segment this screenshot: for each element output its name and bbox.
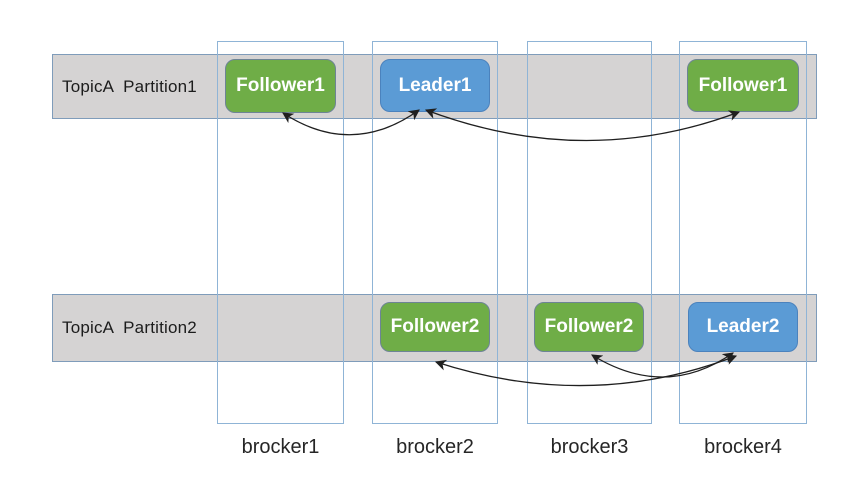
broker-column-4 [679,41,807,424]
node-label: Follower2 [390,316,480,337]
broker2-label: brocker2 [396,436,474,458]
broker-column-2 [372,41,498,424]
broker4-label: brocker4 [704,436,782,458]
node-follower2-broker3: Follower2 [534,302,644,352]
partition1-label: TopicA Partition1 [62,76,197,96]
broker-column-3 [527,41,652,424]
node-leader2-broker4: Leader2 [688,302,798,352]
node-label: Follower2 [544,316,634,337]
node-follower2-broker2: Follower2 [380,302,490,352]
node-follower1-broker4: Follower1 [687,59,799,112]
node-label: Follower1 [698,74,788,96]
node-label: Leader1 [398,74,472,96]
node-follower1-broker1: Follower1 [225,59,336,113]
broker1-label: brocker1 [241,436,320,458]
node-label: Leader2 [706,316,780,337]
broker3-label: brocker3 [550,436,629,458]
node-leader1-broker2: Leader1 [380,59,490,112]
partition2-label: TopicA Partition2 [62,318,197,337]
broker-column-1 [217,41,344,424]
node-label: Follower1 [236,75,325,96]
